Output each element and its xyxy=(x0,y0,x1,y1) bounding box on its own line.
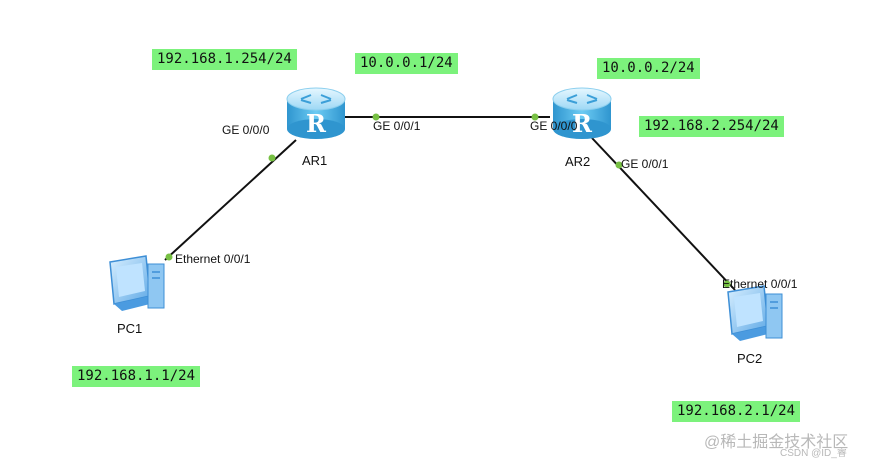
pc-icon-pc1[interactable] xyxy=(109,255,165,311)
port-dot-ar2-ge000 xyxy=(531,113,539,121)
ip-label-pc2: 192.168.2.1/24 xyxy=(672,401,801,422)
port-dot-ar1-ge000 xyxy=(268,154,276,162)
link-ar1-pc1 xyxy=(164,139,297,261)
router-glyph: R xyxy=(306,109,327,138)
device-label-pc1: PC1 xyxy=(117,321,143,336)
device-label-ar1: AR1 xyxy=(302,153,328,168)
port-label-pc2-eth: Ethernet 0/0/1 xyxy=(722,277,798,291)
router-icon-ar1[interactable]: R xyxy=(286,87,346,139)
port-label-ar2-ge000: GE 0/0/0 xyxy=(530,119,578,133)
ip-label-ar2-wan: 10.0.0.2/24 xyxy=(597,58,700,79)
ip-label-ar1-wan: 10.0.0.1/24 xyxy=(355,53,458,74)
link-ar2-pc2 xyxy=(591,137,736,291)
pc-icon-pc2[interactable] xyxy=(727,285,783,341)
router-icon-ar2[interactable]: R xyxy=(552,87,612,139)
port-dot-ar2-ge001 xyxy=(615,161,623,169)
device-label-pc2: PC2 xyxy=(737,351,763,366)
port-dot-pc1-eth xyxy=(165,253,173,261)
port-label-ar1-ge001: GE 0/0/1 xyxy=(373,119,421,133)
ip-label-ar1-lan: 192.168.1.254/24 xyxy=(152,49,297,70)
ip-label-pc1: 192.168.1.1/24 xyxy=(72,366,201,387)
watermark-text: @稀土掘金技术社区 xyxy=(704,434,849,451)
port-dot-pc2-eth xyxy=(723,280,731,288)
watermark-subtext: CSDN @ID_睿 xyxy=(780,448,847,459)
port-label-ar2-ge001: GE 0/0/1 xyxy=(621,157,669,171)
router-glyph: R xyxy=(572,109,593,138)
device-label-ar2: AR2 xyxy=(565,154,591,169)
port-dot-ar1-ge001 xyxy=(372,113,380,121)
ip-label-ar2-lan: 192.168.2.254/24 xyxy=(639,116,784,137)
port-label-pc1-eth: Ethernet 0/0/1 xyxy=(175,252,251,266)
port-label-ar1-ge000: GE 0/0/0 xyxy=(222,123,270,137)
